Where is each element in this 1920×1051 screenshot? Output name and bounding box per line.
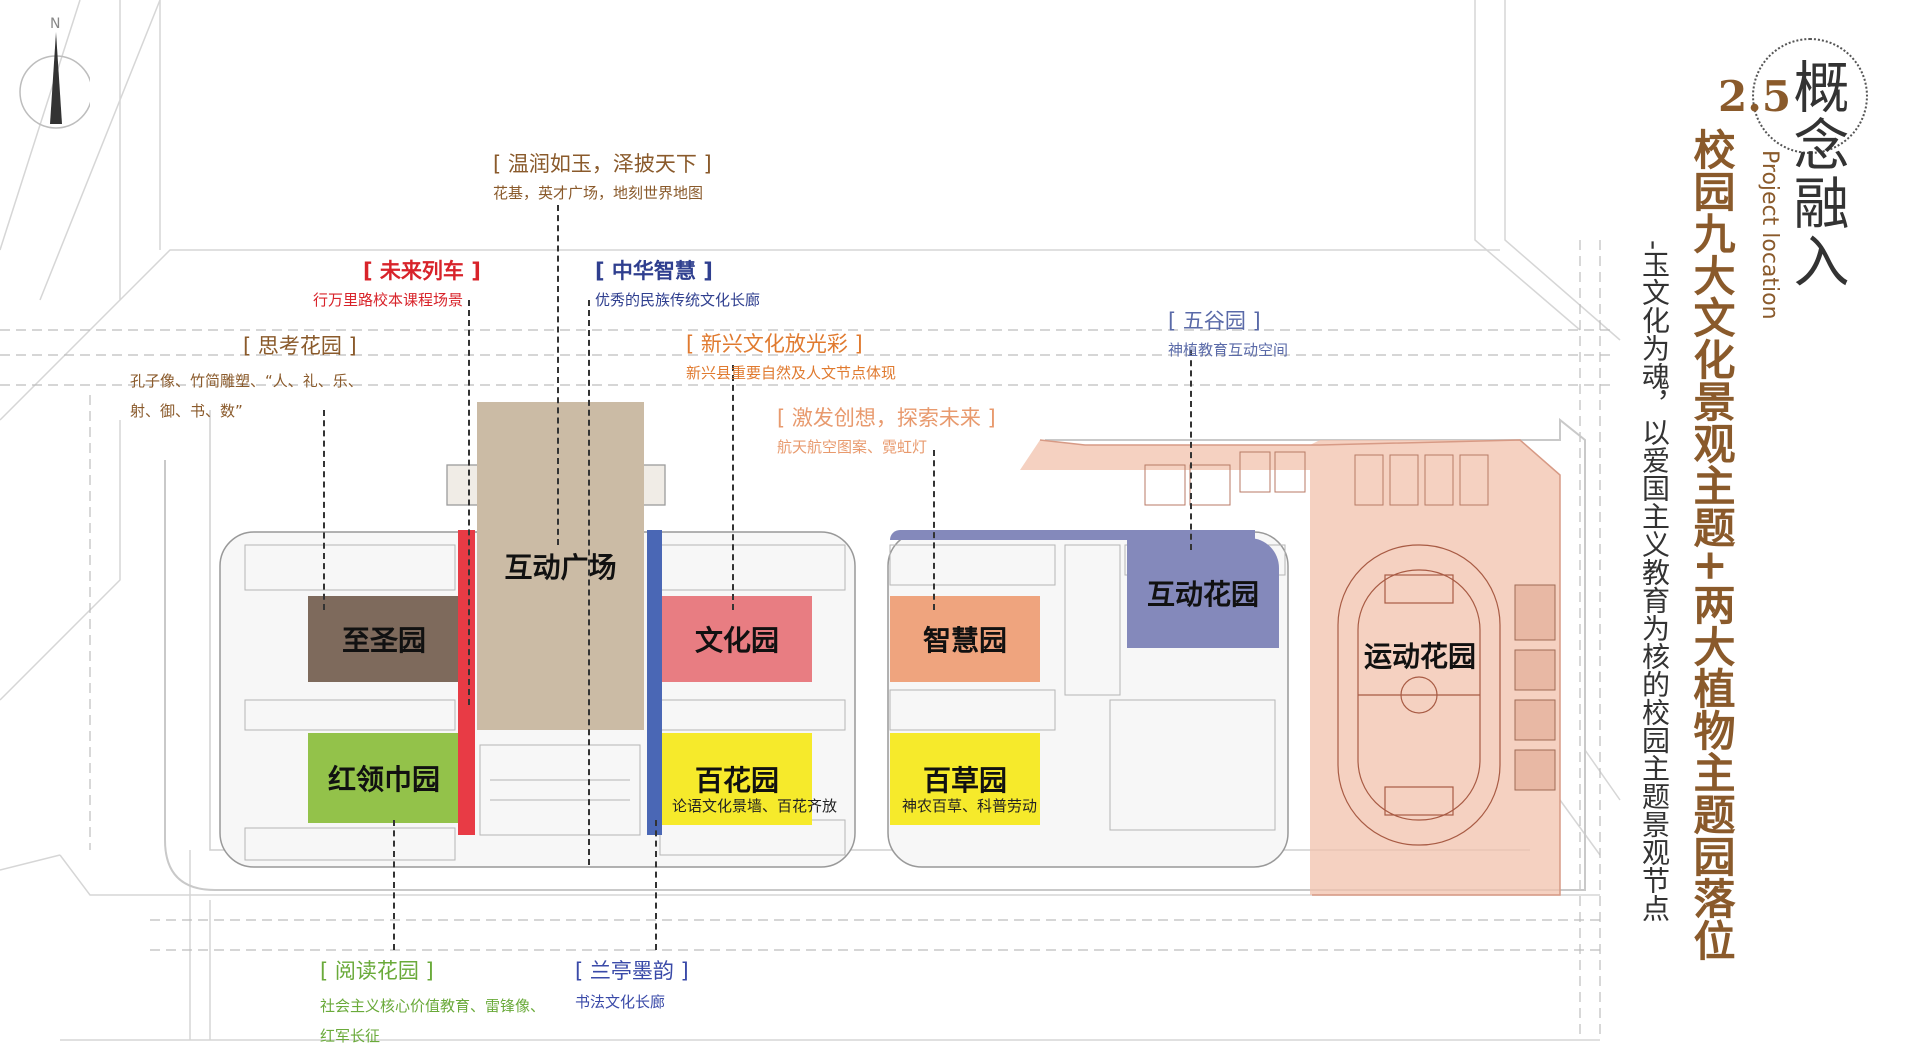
track-side-decor bbox=[1514, 584, 1556, 791]
header-headline-col1: 校园九大文化景观主题+两大植物主题园落位 bbox=[1687, 128, 1736, 962]
header-dotted-circle bbox=[1752, 38, 1868, 154]
callout-wenrun-desc: 花基，英才广场，地刻世界地图 bbox=[493, 184, 704, 202]
running-track bbox=[1337, 544, 1501, 846]
zone-baicao-title: 百草园 bbox=[922, 764, 1007, 797]
connector-sikao bbox=[323, 410, 325, 610]
header-subtitle-en: Project location bbox=[1757, 150, 1782, 320]
connector-zhonghua bbox=[588, 300, 590, 865]
zone-baihua: 百花园 bbox=[662, 733, 812, 825]
header-section-number: 2.5 bbox=[1718, 72, 1792, 121]
sports-area-fill bbox=[1020, 440, 1560, 895]
callout-lanting-title: [ 兰亭墨韵 ] bbox=[575, 959, 689, 983]
zone-wenhua: 文化园 bbox=[662, 596, 812, 682]
connector-xinxing bbox=[732, 365, 734, 610]
zone-hudong-guangchang: 互动广场 bbox=[477, 402, 644, 730]
zone-yundong: 运动花园 bbox=[1363, 640, 1476, 673]
site-boundary bbox=[164, 417, 1586, 891]
zone-zhisheng: 至圣园 bbox=[308, 596, 460, 682]
callout-lanting-desc: 书法文化长廊 bbox=[575, 993, 666, 1011]
zone-zhihui: 智慧园 bbox=[890, 596, 1040, 682]
callout-wugu-title: [ 五谷园 ] bbox=[1168, 309, 1261, 333]
connector-wenrun bbox=[557, 205, 559, 545]
zone-baicao: 百草园 bbox=[890, 733, 1040, 825]
zone-baihua-desc: 论语文化景墙、百花齐放 bbox=[672, 797, 838, 815]
building-details bbox=[244, 544, 1286, 861]
zone-hudong-huayuan: 互动花园 bbox=[1127, 538, 1279, 648]
corridor-red-bar bbox=[458, 530, 475, 835]
callout-wugu-desc: 神植教育互动空间 bbox=[1168, 341, 1289, 359]
zone-baihua-title: 百花园 bbox=[694, 764, 779, 797]
callout-wenrun-title: [ 温润如玉，泽披天下 ] bbox=[493, 152, 712, 176]
axis-lines bbox=[0, 240, 1610, 1040]
zone-baicao-desc: 神农百草、科普劳动 bbox=[902, 797, 1038, 815]
header-headline-col2: -玉文化为魂，以爱国主义教育为核的校园主题景观节点 bbox=[1638, 240, 1671, 923]
callout-wugu: [ 五谷园 ] 神植教育互动空间 bbox=[1168, 305, 1288, 360]
callout-lanting: [ 兰亭墨韵 ] 书法文化长廊 bbox=[575, 955, 689, 1012]
callout-xinxing-desc: 新兴县重要自然及人文节点体现 bbox=[686, 364, 897, 382]
callout-weilai-desc: 行万里路校本课程场景 bbox=[313, 291, 464, 309]
callout-yuedu: [ 阅读花园 ] 社会主义核心价值教育、雷锋像、红军长征 bbox=[320, 955, 545, 1051]
zone-hudong-top-strip bbox=[890, 530, 1255, 540]
corridor-blue-bar bbox=[647, 530, 662, 835]
callout-jifa: [ 激发创想，探索未来 ] 航天航空图案、霓虹灯 bbox=[777, 402, 996, 457]
road-lines bbox=[0, 0, 1621, 1041]
callout-weilai-title: [ 未来列车 ] bbox=[363, 259, 481, 283]
callout-weilai: [ 未来列车 ] 行万里路校本课程场景 bbox=[313, 255, 481, 310]
callout-zhonghua-title: [ 中华智慧 ] bbox=[595, 259, 713, 283]
zone-honglingjin: 红领巾园 bbox=[308, 733, 460, 823]
callout-zhonghua-desc: 优秀的民族传统文化长廊 bbox=[595, 291, 761, 309]
callout-jifa-desc: 航天航空图案、霓虹灯 bbox=[777, 438, 928, 456]
compass: N bbox=[10, 16, 93, 136]
callout-yuedu-desc: 社会主义核心价值教育、雷锋像、红军长征 bbox=[320, 997, 546, 1045]
callout-yuedu-title: [ 阅读花园 ] bbox=[320, 959, 434, 983]
callout-xinxing: [ 新兴文化放光彩 ] 新兴县重要自然及人文节点体现 bbox=[686, 328, 896, 383]
callout-zhonghua: [ 中华智慧 ] 优秀的民族传统文化长廊 bbox=[595, 255, 760, 310]
north-arrow-icon bbox=[19, 32, 93, 129]
callout-xinxing-title: [ 新兴文化放光彩 ] bbox=[686, 332, 863, 356]
callout-sikao-title: [ 思考花园 ] bbox=[243, 334, 357, 358]
header-title: 概念融入 bbox=[1784, 58, 1849, 290]
compass-north-label: N bbox=[50, 16, 61, 32]
connector-lanting bbox=[655, 820, 657, 950]
connector-weilai bbox=[468, 300, 470, 705]
callout-sikao: [ 思考花园 ] 孔子像、竹简雕塑、“人、礼、乐、射、御、书、数” bbox=[130, 330, 390, 426]
connector-jifa bbox=[933, 450, 935, 610]
callout-jifa-title: [ 激发创想，探索未来 ] bbox=[777, 406, 996, 430]
callout-wenrun: [ 温润如玉，泽披天下 ] 花基，英才广场，地刻世界地图 bbox=[493, 148, 712, 203]
connector-yuedu bbox=[393, 820, 395, 950]
connector-wugu bbox=[1190, 350, 1192, 550]
callout-sikao-desc: 孔子像、竹简雕塑、“人、礼、乐、射、御、书、数” bbox=[130, 372, 363, 420]
